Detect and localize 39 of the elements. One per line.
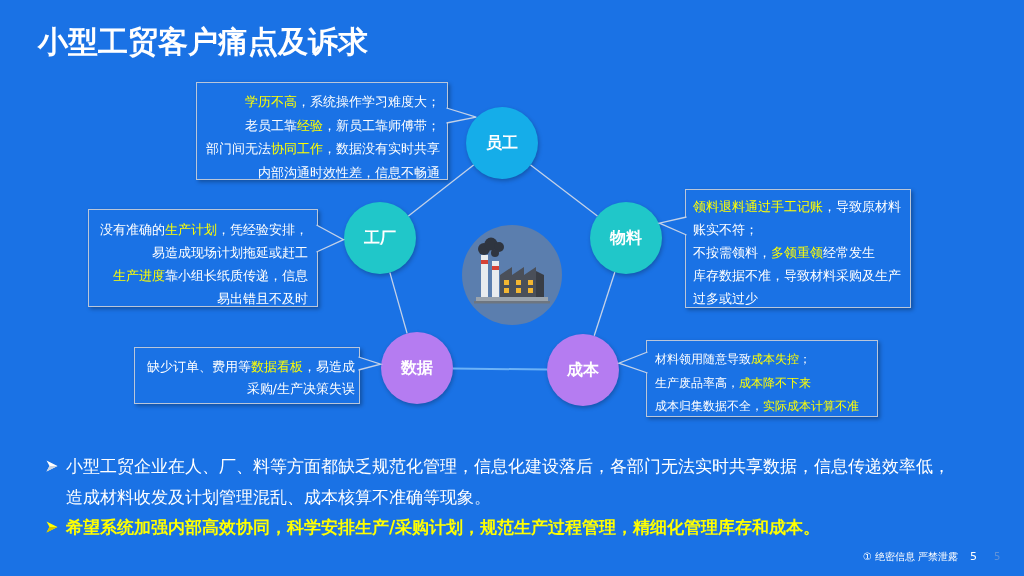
callout-text: 部门间无法协同工作，数据没有实时共享	[205, 140, 440, 158]
bullet-text: 希望系统加强内部高效协同，科学安排生产/采购计划，规范生产过程管理，精细化管理库存和成本。	[66, 515, 821, 539]
callout-text: 领料退料通过手工记账，导致原材料账实不符；	[693, 197, 902, 239]
topic-circle: 成本	[547, 334, 619, 406]
callout-pointer	[315, 224, 345, 253]
callout-text: 生产废品率高，成本降不下来	[655, 374, 812, 392]
callout-text: 学历不高，系统操作学习难度大；	[244, 93, 440, 111]
topic-circle: 员工	[466, 107, 538, 179]
callout-text: 材料领用随意导致成本失控；	[655, 351, 812, 368]
callout-text: 缺少订单、费用等数据看板，易造成采购/生产决策失误	[146, 358, 355, 398]
callout-box	[646, 340, 878, 417]
page-number: 5	[994, 550, 1001, 564]
callout-text: 没有准确的生产计划，凭经验安排，易造成现场计划拖延或赶工	[99, 220, 308, 262]
callout-box	[685, 189, 911, 308]
callout-text: 库存数据不准，导致材料采购及生产过多或过少	[693, 266, 902, 308]
callout-text: 生产进度靠小组长纸质传递，信息易出错且不及时	[112, 266, 308, 308]
footer-note: ① 绝密信息 严禁泄露	[863, 550, 959, 564]
connector-line	[452, 367, 548, 371]
connector-line	[529, 164, 599, 217]
callout-pointer	[357, 356, 383, 371]
slide-title: 小型工贸客户痛点及诉求	[38, 23, 368, 61]
connector-line	[593, 271, 616, 337]
callout-pointer	[445, 107, 477, 124]
callout-text: 老员工靠经验，新员工靠师傅带；	[244, 116, 440, 135]
callout-box	[134, 347, 360, 404]
callout-box	[88, 209, 318, 307]
callout-box	[196, 82, 448, 180]
topic-circle: 物料	[590, 202, 662, 274]
callout-text: 内部沟通时效性差，信息不畅通	[257, 163, 440, 182]
callout-text: 不按需领料，多领重领经常发生	[693, 243, 876, 262]
bullet-text: 小型工贸企业在人、厂、料等方面都缺乏规范化管理，信息化建设落后，各部门无法实时共享数据，信息传递效率低，造成材料收发及计划管理混乱、成本核算不准确等现象。	[66, 454, 951, 509]
topic-circle: 工厂	[344, 202, 416, 274]
connector-line	[407, 164, 475, 217]
page-number: 5	[970, 550, 977, 564]
topic-circle: 数据	[381, 332, 453, 404]
callout-pointer	[657, 216, 688, 236]
callout-text: 成本归集数据不全，实际成本计算不准	[655, 398, 860, 415]
callout-pointer	[617, 351, 649, 374]
connector-line	[389, 271, 408, 335]
